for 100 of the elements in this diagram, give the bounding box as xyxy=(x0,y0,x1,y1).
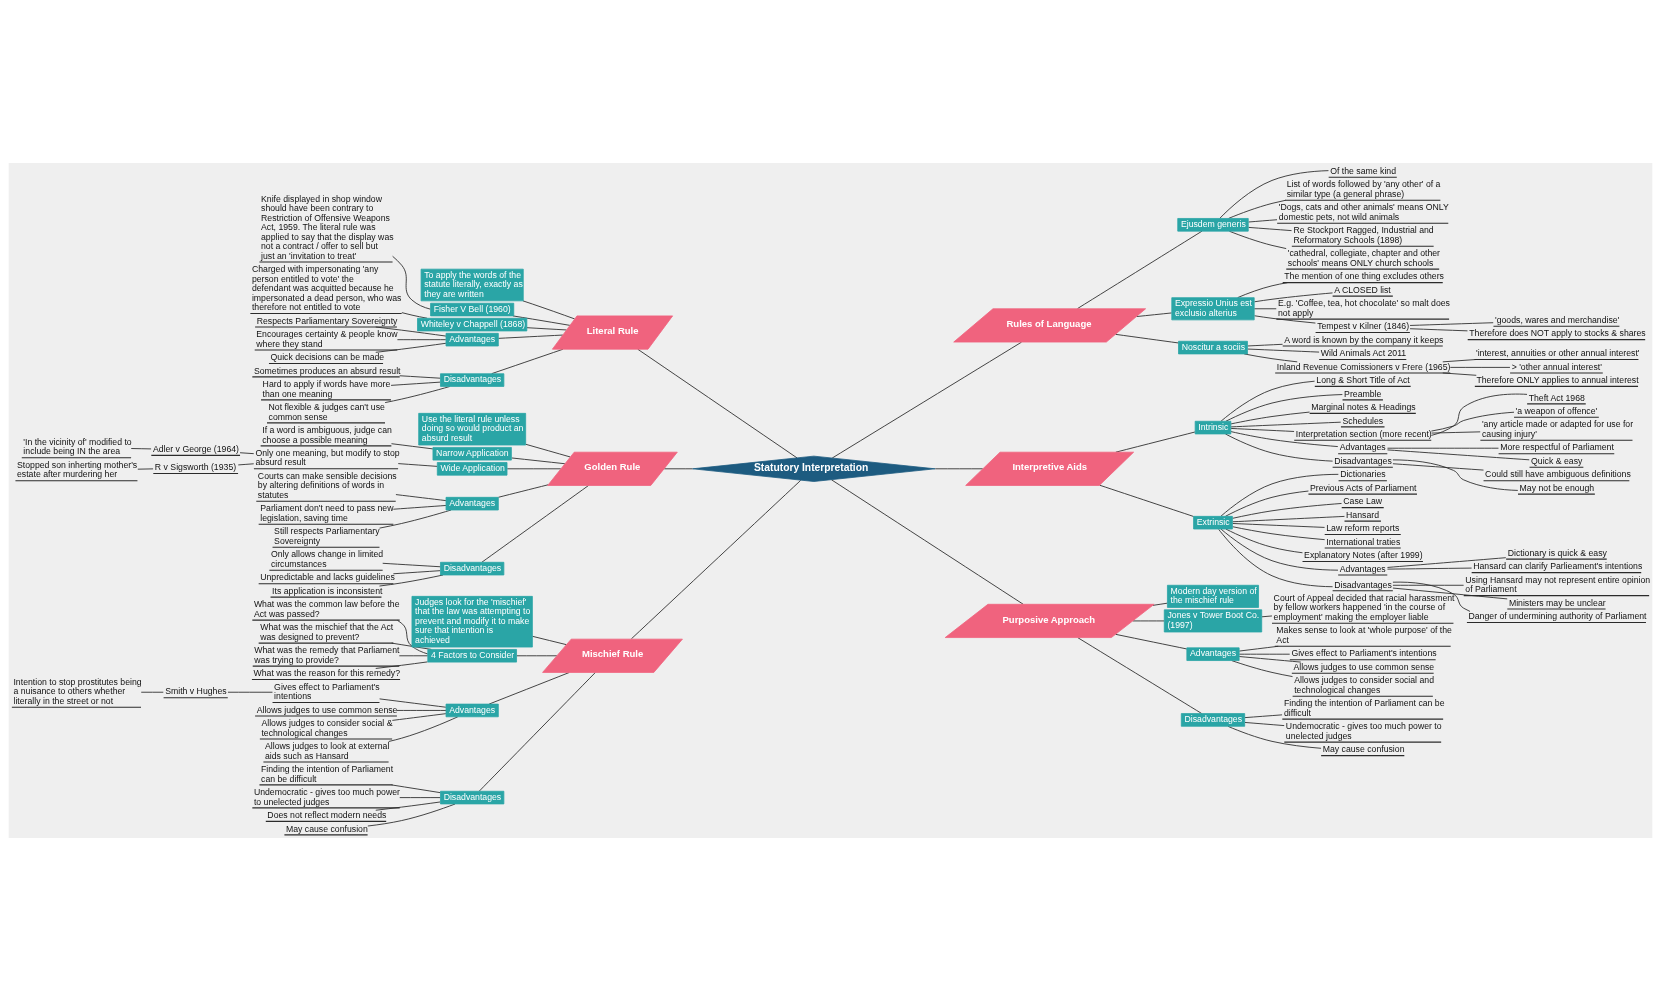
connector xyxy=(1387,567,1473,570)
node-text: Smith v Hughes xyxy=(165,685,227,696)
connector xyxy=(392,569,441,574)
node-text: Sometimes produces an absurd result xyxy=(253,365,401,376)
connector xyxy=(391,712,447,721)
node-text: A word is known by the company it keeps xyxy=(1284,334,1444,345)
node-text: Therefore ONLY applies to annual interest xyxy=(1476,374,1639,385)
node-text: Allows judges to consider social and technological changes xyxy=(1294,674,1435,695)
node-text: Encourages certainty & people know where they stand xyxy=(256,328,398,349)
node-text: Of the same kind xyxy=(1330,165,1397,176)
node-text: Case Law xyxy=(1343,495,1383,506)
node-text: International traties xyxy=(1326,536,1401,547)
connector xyxy=(1244,721,1285,726)
connector xyxy=(1230,430,1339,447)
node-box: Jones v Tower Boot Co. (1997) xyxy=(1163,608,1263,632)
connector xyxy=(396,709,447,711)
node-text: Law reform reports xyxy=(1326,522,1400,533)
node-text: If a word is ambiguous, judge can choose a possible meaning xyxy=(262,424,392,445)
node-text: List of words followed by 'any other' of a similar type (a general phrase) xyxy=(1286,178,1441,199)
connector xyxy=(1115,333,1179,343)
node-text: Allows judges to use common sense xyxy=(1293,661,1435,672)
node-text: Hansard xyxy=(1346,509,1379,520)
connector xyxy=(1231,659,1293,677)
node-text: Undemocratic - gives too much power to unelected judges xyxy=(253,786,400,807)
connector xyxy=(1232,515,1345,522)
node-box: Extrinsic xyxy=(1193,515,1233,529)
node-box: Disadvantages xyxy=(440,372,505,387)
node-text: Tempest v Kilner (1846) xyxy=(1317,320,1410,331)
connector xyxy=(1247,348,1320,353)
connector xyxy=(375,801,441,811)
node-text: Charged with impersonating 'any person entitled to vote' the defendant was acquitted because he impersonated a dead person, who was therefore not entitled to vote xyxy=(251,263,402,312)
node-text: Courts can make sensible decisions by altering definitions of words in statutes xyxy=(257,470,397,500)
node-text: What was the common law before the Act was passed? xyxy=(253,598,400,619)
node-box: Disadvantages xyxy=(1180,712,1246,727)
connector xyxy=(1409,321,1494,326)
connector xyxy=(382,562,441,567)
node-text: Danger of undermining authority of Parliament xyxy=(1468,610,1647,621)
node-box: Whiteley v Chappell (1868) xyxy=(417,317,528,331)
connector xyxy=(630,479,802,639)
node-box: Advantages xyxy=(445,496,499,510)
connector xyxy=(1431,430,1481,433)
node-text: Only allows change in limited circumstances xyxy=(270,548,384,569)
connector xyxy=(367,803,456,826)
connector xyxy=(1392,584,1465,586)
connector xyxy=(239,451,255,454)
node-box: Judges look for the 'mischief' that the law was attempting to prevent and modify it to make sure that intention is achieved xyxy=(411,595,533,647)
connector xyxy=(1230,427,1295,432)
connector xyxy=(1237,281,1288,298)
node-box: 4 Factors to Consider xyxy=(427,648,517,662)
connector xyxy=(130,447,152,449)
connector xyxy=(391,642,432,650)
connector xyxy=(1392,462,1484,471)
node-box: Noscitur a sociis xyxy=(1178,340,1248,354)
node-text: Marginal notes & Headings xyxy=(1311,401,1416,412)
node-text: Advantages xyxy=(1339,441,1386,452)
node-text: Using Hansard may not represent entire opinion of Parliament xyxy=(1465,574,1651,594)
connector xyxy=(1077,230,1203,309)
connector xyxy=(237,462,255,465)
connector xyxy=(397,462,438,467)
node-text: Not flexible & judges can't use common sense xyxy=(268,401,385,422)
node-text: Gives effect to Parliament's intentions xyxy=(274,681,380,701)
connector xyxy=(1219,169,1329,219)
connector xyxy=(391,442,434,449)
node-text: Knife displayed in shop window should have been contrary to Restriction of Offensive Weapons Act, 1959. The literal rule was applied to say that the display was not a contract / offer to sell but just an 'invitation to treat' xyxy=(261,193,394,261)
node-text: Preamble xyxy=(1344,388,1382,399)
connector xyxy=(637,348,798,458)
node-text: Gives effect to Parliament's intentions xyxy=(1291,647,1437,658)
connector xyxy=(401,311,428,319)
connector xyxy=(1430,393,1528,436)
node-text: Hard to apply if words have more than one meaning xyxy=(262,378,391,399)
node-text: Quick decisions can be made xyxy=(270,351,385,362)
node-box: To apply the words of the statute literally, exactly as they are written xyxy=(420,268,524,301)
node-text: Ministers may be unclear xyxy=(1508,597,1606,608)
node-text: Stopped son inherting mother's estate after murdering her xyxy=(17,459,138,479)
connector xyxy=(399,374,441,379)
node-box: Fisher V Bell (1960) xyxy=(430,302,515,316)
connector xyxy=(1430,411,1515,432)
node-text: 'In the vicinity of' modified to include being IN the area xyxy=(23,436,132,456)
connector xyxy=(379,697,447,708)
connector xyxy=(392,504,447,510)
node-text: 'a weapon of offence' xyxy=(1515,405,1598,416)
node-text: Parliament don't need to pass new legislation, saving time xyxy=(260,502,394,523)
connector xyxy=(397,619,429,654)
node-text: Undemocratic - gives too much power to unelected judges xyxy=(1285,720,1442,741)
node-text: Previous Acts of Parliament xyxy=(1310,482,1417,493)
node-text: Allows judges to look at external aids such as Hansard xyxy=(265,740,390,761)
node-text: R v Sigsworth (1935) xyxy=(154,461,237,472)
connector xyxy=(398,654,429,656)
node-box: Use the literal rule unless doing so would product an absurd result xyxy=(418,412,527,445)
node-box: Intrinsic xyxy=(1194,420,1232,434)
connector xyxy=(488,671,570,704)
connector xyxy=(512,314,571,326)
connector xyxy=(1442,358,1477,362)
connector xyxy=(375,660,428,669)
node-text: Makes sense to look at 'whole purpose' of the Act xyxy=(1276,624,1452,645)
connector xyxy=(392,255,431,310)
connector xyxy=(1227,725,1322,749)
connector xyxy=(391,784,441,793)
node-box: Disadvantages xyxy=(440,561,505,575)
node-text: What was the mischief that the Act was designed to prevent? xyxy=(260,621,394,642)
